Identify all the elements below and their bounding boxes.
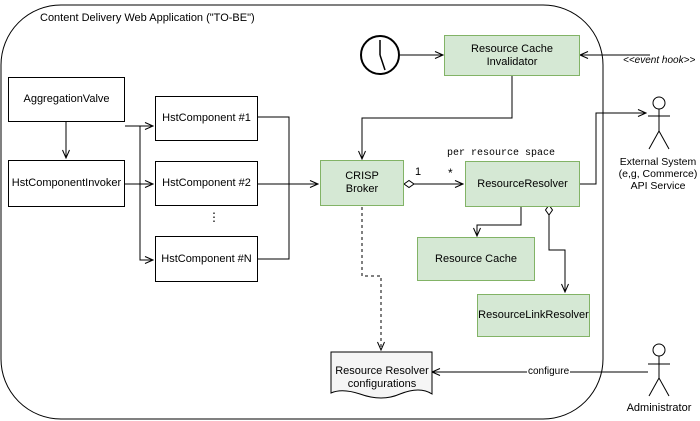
frame-title: Content Delivery Web Application ("TO-BE… bbox=[40, 12, 255, 24]
edge-component-n-to-broker bbox=[258, 184, 290, 260]
component-invoker-box: HstComponentInvoker bbox=[8, 160, 125, 207]
application-frame bbox=[0, 4, 604, 420]
aggregation-valve-box: AggregationValve bbox=[8, 77, 125, 122]
edge-invoker-to-component-n bbox=[139, 184, 153, 260]
component-2-box: HstComponent #2 bbox=[155, 161, 258, 206]
edge-resolver-to-cache bbox=[477, 207, 522, 236]
multiplicity-many-label: * bbox=[448, 166, 453, 180]
clock-icon bbox=[360, 35, 400, 75]
resource-cache-invalidator-box: Resource Cache Invalidator bbox=[444, 35, 580, 76]
resource-link-resolver-box: ResourceLinkResolver bbox=[477, 294, 590, 337]
edge-resolver-to-link-resolver bbox=[549, 205, 565, 292]
component-n-box: HstComponent #N bbox=[155, 236, 258, 282]
edge-broker-to-configurations bbox=[361, 207, 381, 350]
configurations-document-shape bbox=[330, 351, 433, 399]
component-1-box: HstComponent #1 bbox=[155, 96, 258, 141]
edge-resolver-to-external-system bbox=[580, 113, 646, 185]
resource-resolver-box: ResourceResolver bbox=[465, 161, 580, 207]
external-system-label: External System (e,g, Commerce) API Serv… bbox=[618, 156, 698, 192]
per-resource-space-label: per resource space bbox=[447, 148, 556, 159]
multiplicity-one-label: 1 bbox=[415, 166, 422, 178]
event-hook-label: <<event hook>> bbox=[623, 55, 696, 66]
edge-invoker-to-component-1-path bbox=[125, 126, 141, 185]
resource-resolver-configurations: Resource Resolver configurations bbox=[335, 365, 429, 390]
administrator-label: Administrator bbox=[626, 402, 692, 414]
crisp-broker-box: CRISP Broker bbox=[320, 160, 404, 206]
component-ellipsis: ⋮ bbox=[208, 210, 220, 224]
edge-component-1-to-broker bbox=[258, 116, 290, 184]
resource-cache-box: Resource Cache bbox=[417, 237, 535, 281]
external-system-actor-icon bbox=[648, 96, 670, 150]
edge-invalidator-to-broker bbox=[362, 76, 513, 159]
administrator-actor-icon bbox=[648, 343, 670, 397]
configure-label: configure bbox=[527, 366, 571, 377]
